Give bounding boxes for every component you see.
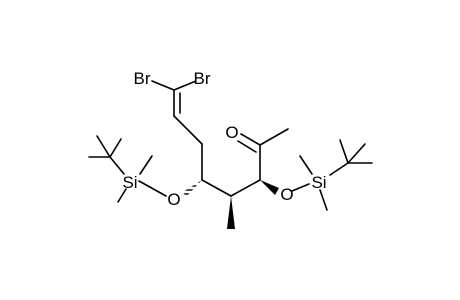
bond-o-si-left [138, 180, 167, 197]
bond-cbr2-br-right [173, 80, 197, 91]
bond-si-left-methyl-up [139, 155, 153, 175]
bond-si-right-ctbu [329, 162, 349, 176]
bond-o-si-right [291, 183, 310, 192]
bond-ch-ch2 [173, 115, 203, 145]
wedge-bond-c3-o [260, 180, 279, 195]
bond-tbu-right-me3 [347, 143, 366, 164]
bond-tbu-right-me2 [339, 139, 349, 164]
bond-c2-o-double [237, 140, 257, 153]
bond-tbu-left-me2 [109, 138, 122, 158]
bond-si-right-methyl-down [319, 189, 328, 211]
atom-label-si-right: Si [311, 173, 326, 192]
atom-label-br-right: Br [194, 69, 211, 88]
atom-label-si-left: Si [122, 173, 137, 192]
atom-label-br-left: Br [134, 69, 151, 88]
bond-si-left-ctbu [109, 156, 125, 175]
bond-c2-o [240, 133, 261, 146]
wedge-bond-c4-methyl [227, 196, 235, 229]
bond-cbr2-br-left [151, 80, 175, 91]
atom-label-o-right: O [280, 185, 293, 204]
bond-si-left-methyl-down [117, 188, 127, 203]
bond-si-right-methyl-up [299, 155, 313, 175]
bond-c2-methyl [259, 128, 289, 146]
bond-c5-c4 [201, 179, 232, 197]
atom-label-o-left: O [167, 190, 180, 209]
bond-c4-c3 [230, 179, 261, 197]
atom-label-o-carbonyl: O [225, 123, 238, 142]
hashed-bond-c5-o [183, 180, 202, 197]
bond-tbu-left-me3 [96, 135, 111, 158]
